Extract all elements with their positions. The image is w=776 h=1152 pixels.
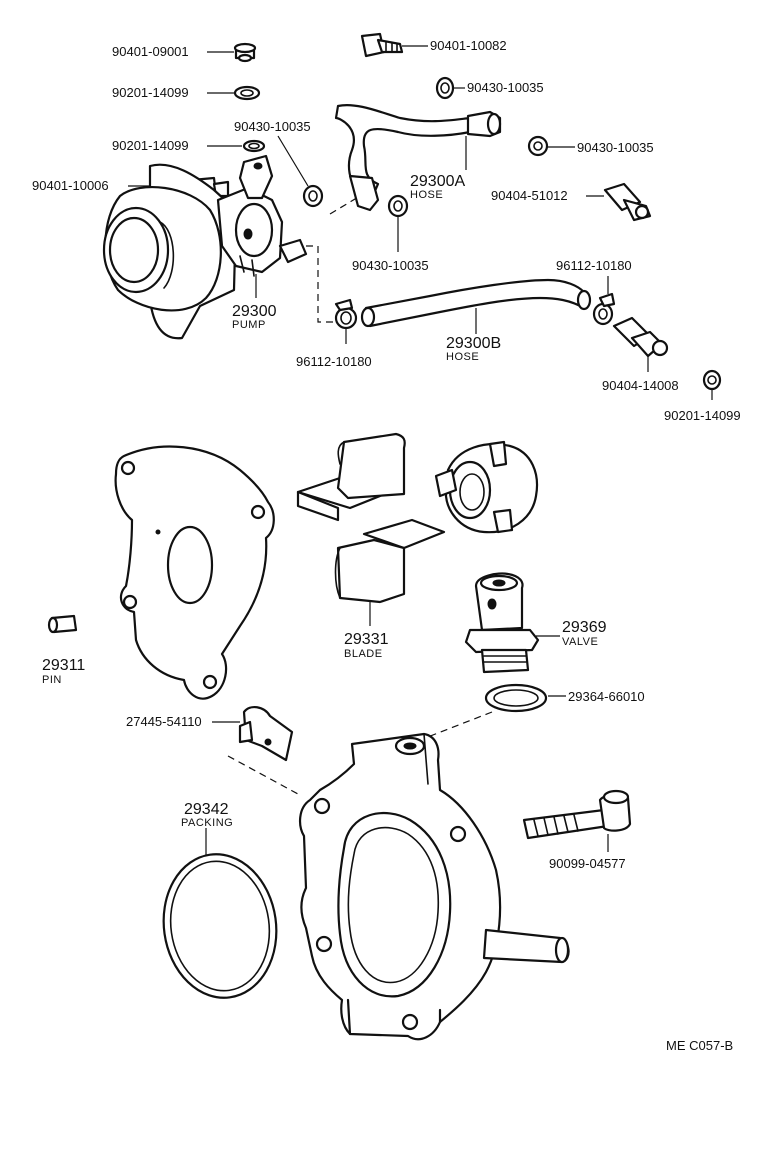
gasket-90430-10035-b bbox=[302, 184, 324, 208]
label-90201-14099-c: 90201-14099 bbox=[664, 408, 741, 423]
label-29300a: 29300A bbox=[410, 173, 465, 190]
gasket-90201-14099-b bbox=[242, 139, 266, 153]
label-29331-desc: BLADE bbox=[344, 648, 383, 660]
gasket-90201-14099-c bbox=[702, 369, 722, 391]
plug-90401-09001 bbox=[233, 42, 257, 63]
label-90430-10035-d: 90430-10035 bbox=[352, 258, 429, 273]
label-90201-14099-a: 90201-14099 bbox=[112, 85, 189, 100]
label-29331: 29331 bbox=[344, 631, 389, 648]
label-90401-10082: 90401-10082 bbox=[430, 38, 507, 53]
union-90404-14008 bbox=[612, 316, 669, 358]
union-90404-51012 bbox=[603, 182, 652, 222]
label-96112-10180-a: 96112-10180 bbox=[296, 354, 372, 369]
gasket-90430-10035-a bbox=[435, 76, 455, 100]
clamp-96112-10180-b bbox=[592, 292, 616, 326]
label-29311: 29311 bbox=[42, 657, 85, 674]
label-90430-10035-a: 90430-10035 bbox=[467, 80, 544, 95]
label-29311-desc: PIN bbox=[42, 674, 62, 686]
label-90099-04577: 90099-04577 bbox=[549, 856, 626, 871]
pump-housing bbox=[298, 732, 570, 1041]
label-29369-desc: VALVE bbox=[562, 636, 598, 648]
label-96112-10180-b: 96112-10180 bbox=[556, 258, 632, 273]
label-90404-51012: 90404-51012 bbox=[491, 188, 568, 203]
blade-29331-a bbox=[296, 432, 406, 522]
union-bolt-90401-10082 bbox=[360, 32, 404, 58]
bolt-90099-04577 bbox=[522, 789, 632, 840]
pump-29300 bbox=[102, 154, 308, 340]
label-29369: 29369 bbox=[562, 619, 607, 636]
label-29300b: 29300B bbox=[446, 335, 501, 352]
label-90430-10035-b: 90430-10035 bbox=[234, 119, 311, 134]
pin-29311 bbox=[47, 614, 78, 634]
bracket-27445-54110 bbox=[238, 706, 294, 762]
label-29300b-desc: HOSE bbox=[446, 351, 479, 363]
gasket-29364-66010 bbox=[484, 683, 548, 713]
gasket-90430-10035-d bbox=[387, 194, 409, 218]
end-plate bbox=[114, 445, 275, 700]
gasket-90430-10035-c bbox=[527, 135, 549, 157]
packing-29342 bbox=[162, 853, 278, 999]
label-27445-54110: 27445-54110 bbox=[126, 714, 202, 729]
blade-29331-b bbox=[334, 518, 446, 604]
label-29342: 29342 bbox=[184, 801, 229, 818]
label-90401-10006: 90401-10006 bbox=[32, 178, 109, 193]
rotor bbox=[434, 440, 538, 534]
label-29300a-desc: HOSE bbox=[410, 189, 443, 201]
diagram-reference-code: ME C057-B bbox=[666, 1038, 733, 1053]
hose-29300a bbox=[334, 104, 502, 212]
label-29300: 29300 bbox=[232, 303, 277, 320]
clamp-96112-10180-a bbox=[334, 298, 358, 330]
valve-29369 bbox=[464, 572, 540, 674]
label-29300-desc: PUMP bbox=[232, 319, 266, 331]
label-90201-14099-b: 90201-14099 bbox=[112, 138, 189, 153]
label-29342-desc: PACKING bbox=[181, 817, 233, 829]
label-29364-66010: 29364-66010 bbox=[568, 689, 645, 704]
gasket-90201-14099-a bbox=[233, 85, 261, 101]
label-90401-09001: 90401-09001 bbox=[112, 44, 189, 59]
label-90404-14008: 90404-14008 bbox=[602, 378, 679, 393]
label-90430-10035-c: 90430-10035 bbox=[577, 140, 654, 155]
hose-29300b bbox=[360, 278, 592, 328]
